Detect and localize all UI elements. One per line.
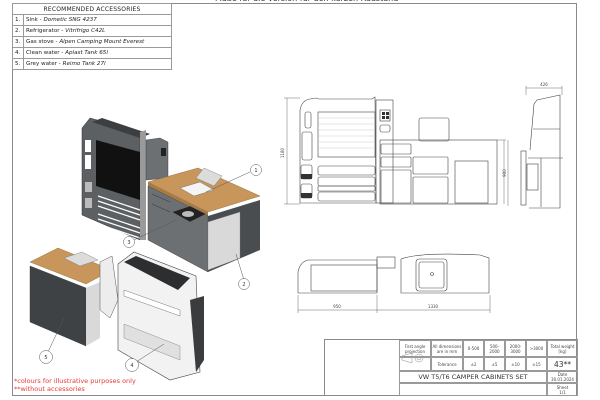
top-dimensions xyxy=(297,295,491,313)
range-3: 2000-3000 xyxy=(505,340,526,357)
sheet-label: Sheet xyxy=(556,384,569,390)
tolerance-label: Tolerance xyxy=(431,357,463,371)
drawing-title: VW T5/T6 CAMPER CABINETS SET xyxy=(399,371,547,383)
top-view xyxy=(297,253,490,294)
date-cell: Date 30.01.2024 xyxy=(547,371,578,383)
sheet-cell: Sheet 1/1 xyxy=(547,383,578,396)
accessories-table: RECOMMENDED ACCESSORIES 1. Sink - Dometi… xyxy=(12,3,172,70)
range-1: 0-500 xyxy=(463,340,484,357)
range-4: >3000 xyxy=(526,340,547,357)
notes: *colours for illustrative purposes only … xyxy=(14,377,136,393)
dimensions-label: All dimensions are in mm xyxy=(431,340,463,357)
iso-cabinet-upper xyxy=(81,117,261,273)
tolerance-3: ±10 xyxy=(505,357,526,371)
projection-label: First angle projection xyxy=(399,340,431,357)
callout-5: 5 xyxy=(44,355,47,361)
callout-4: 4 xyxy=(130,363,133,369)
accessory-row: 3. Gas stove - Alpen Camping Mount Evere… xyxy=(12,36,172,48)
dim-side-height: 900 xyxy=(502,169,507,177)
date-value: 30.01.2024 xyxy=(551,377,574,382)
dim-side-width: 426 xyxy=(540,82,548,87)
range-2: 500-2000 xyxy=(484,340,505,357)
top-caption: Maße für die Version für den kurzen Rads… xyxy=(215,0,435,3)
date-label: Date xyxy=(557,372,568,377)
callout-3: 3 xyxy=(127,240,130,246)
side-view xyxy=(520,94,563,209)
callout-2: 2 xyxy=(242,282,245,288)
dim-top-left: 950 xyxy=(333,304,341,309)
sheet-value: 1/1 xyxy=(559,389,566,395)
tolerance-4: ±15 xyxy=(526,357,547,371)
tolerance-2: ±5 xyxy=(484,357,505,371)
iso-cabinet-lower xyxy=(29,247,204,381)
note-colours: *colours for illustrative purposes only xyxy=(14,377,136,385)
front-dimension xyxy=(284,97,506,205)
note-accessories: **without accessories xyxy=(14,385,85,393)
dim-front-height: 1180 xyxy=(280,147,285,158)
accessory-row: 5. Grey water - Reimo Tank 27l xyxy=(12,58,172,70)
dim-top-right: 1330 xyxy=(428,304,439,309)
blank-cell xyxy=(399,383,547,396)
title-block: First angle projection All dimensions ar… xyxy=(324,339,578,396)
weight-value: 43** xyxy=(547,357,578,371)
callout-1: 1 xyxy=(254,168,257,174)
projection-symbol-cell xyxy=(399,357,431,371)
tolerance-1: ±2 xyxy=(463,357,484,371)
weight-label: Total weight [kg] xyxy=(547,340,578,357)
callout-markers xyxy=(39,164,262,372)
front-view xyxy=(299,96,498,205)
drawing-frame xyxy=(12,3,577,396)
